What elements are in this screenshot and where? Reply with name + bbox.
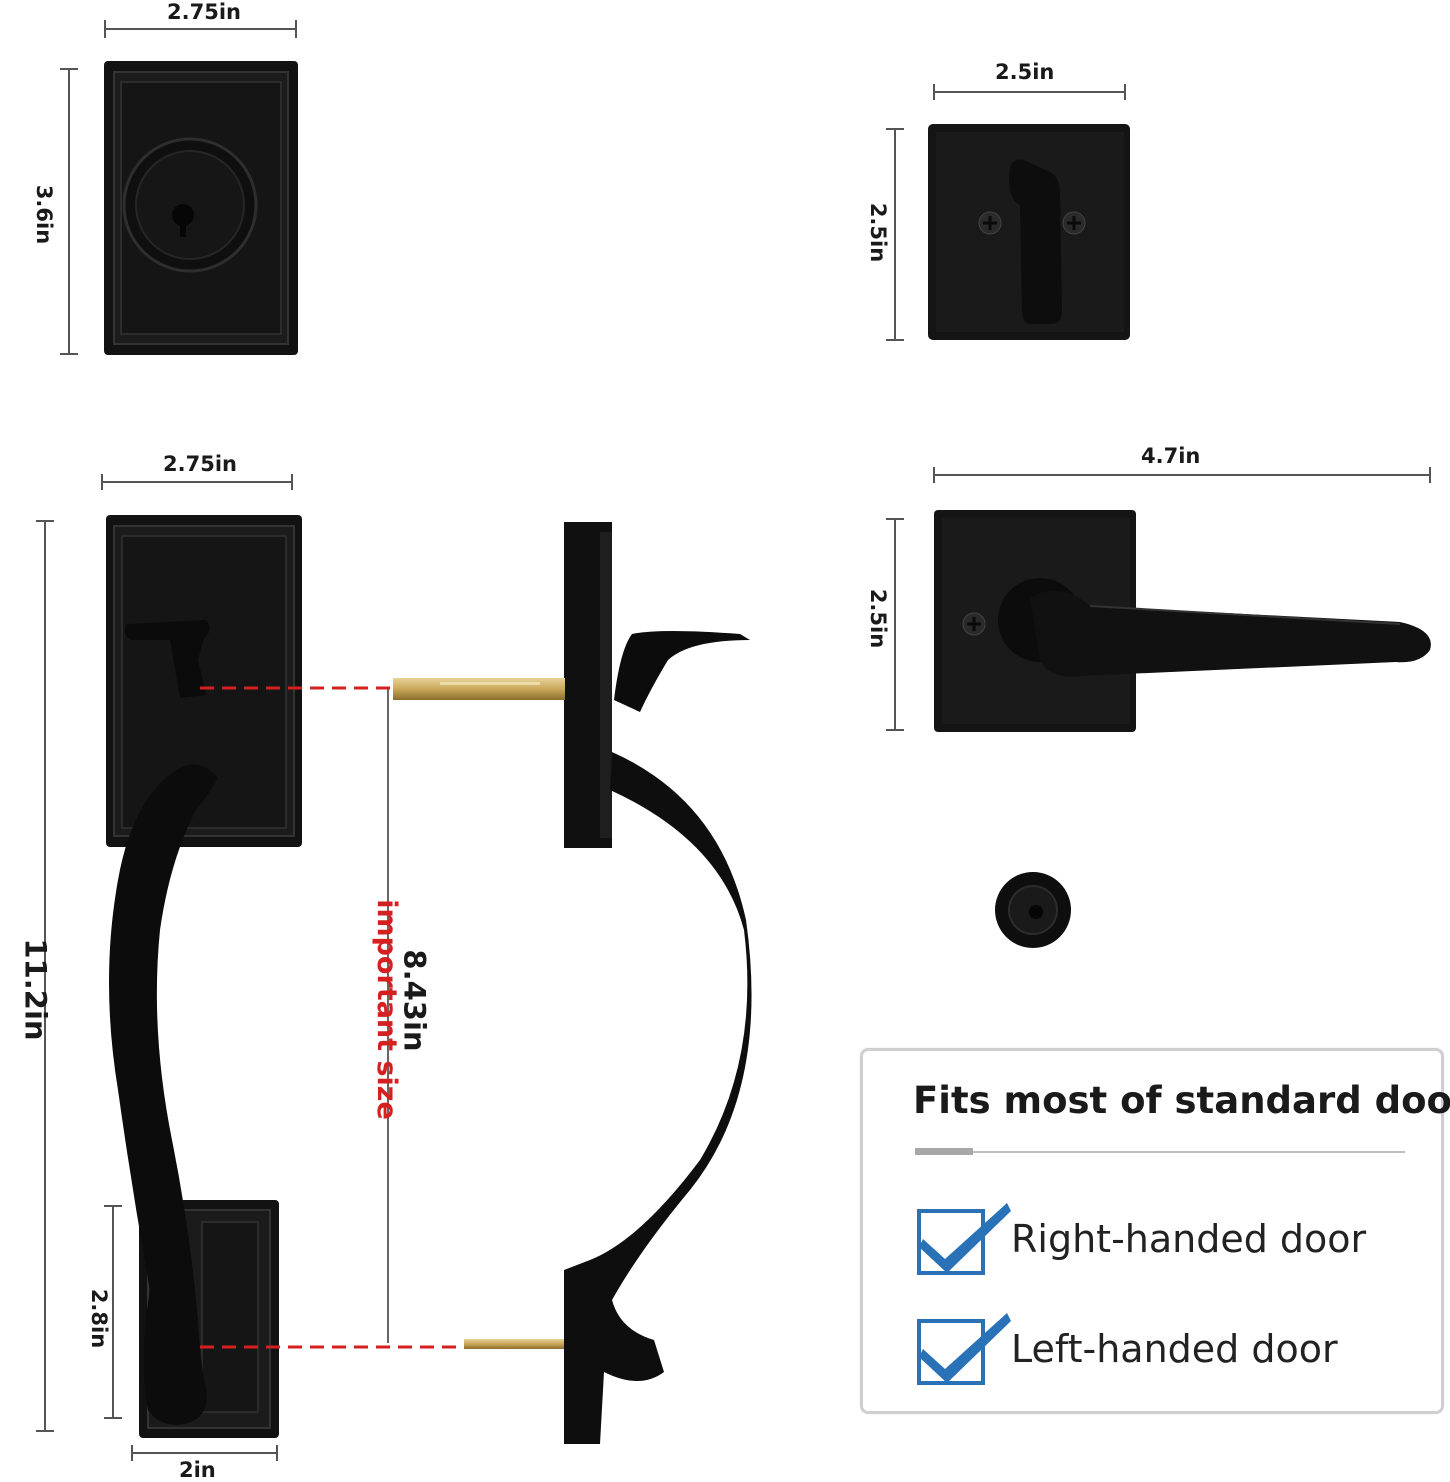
alignment-guides — [200, 686, 462, 1349]
important-size-label: important size — [370, 899, 402, 1120]
fits-doors-panel: Fits most of standard doors Right-handed… — [860, 1048, 1450, 1414]
title-divider — [915, 1151, 1405, 1153]
dim-deadbolt-width: 2.75in — [167, 0, 241, 24]
checkmark-icon — [917, 1313, 1011, 1385]
lever-handle — [934, 510, 1431, 732]
thumbturn-plate — [928, 124, 1130, 340]
title-divider-accent — [915, 1148, 973, 1155]
dimension-lines — [36, 20, 1431, 1461]
handleset-front — [106, 515, 302, 1438]
option-left-handed: Left-handed door — [915, 1309, 1415, 1389]
dim-handle-plate-width: 2.75in — [163, 452, 237, 476]
option-label: Left-handed door — [1011, 1327, 1338, 1371]
dim-thumbturn-height: 2.5in — [866, 202, 891, 263]
deadbolt-exterior — [104, 61, 298, 355]
option-label: Right-handed door — [1011, 1217, 1367, 1261]
dim-bottom-plate-width: 2in — [179, 1458, 216, 1482]
dim-bottom-plate-height: 2.8in — [87, 1288, 112, 1349]
door-stop — [995, 872, 1071, 948]
handleset-side — [393, 522, 752, 1444]
dim-lever-length: 4.7in — [1141, 444, 1201, 468]
dim-hole-spacing: 8.43in — [397, 949, 432, 1052]
checkmark-icon — [917, 1203, 1011, 1275]
dim-deadbolt-height: 3.6in — [32, 184, 57, 245]
dim-thumbturn-width: 2.5in — [995, 60, 1055, 84]
dim-handle-total-height: 11.2in — [18, 938, 53, 1041]
fits-title: Fits most of standard doors — [913, 1079, 1450, 1122]
option-right-handed: Right-handed door — [915, 1199, 1415, 1279]
dim-lever-plate-height: 2.5in — [866, 588, 891, 649]
